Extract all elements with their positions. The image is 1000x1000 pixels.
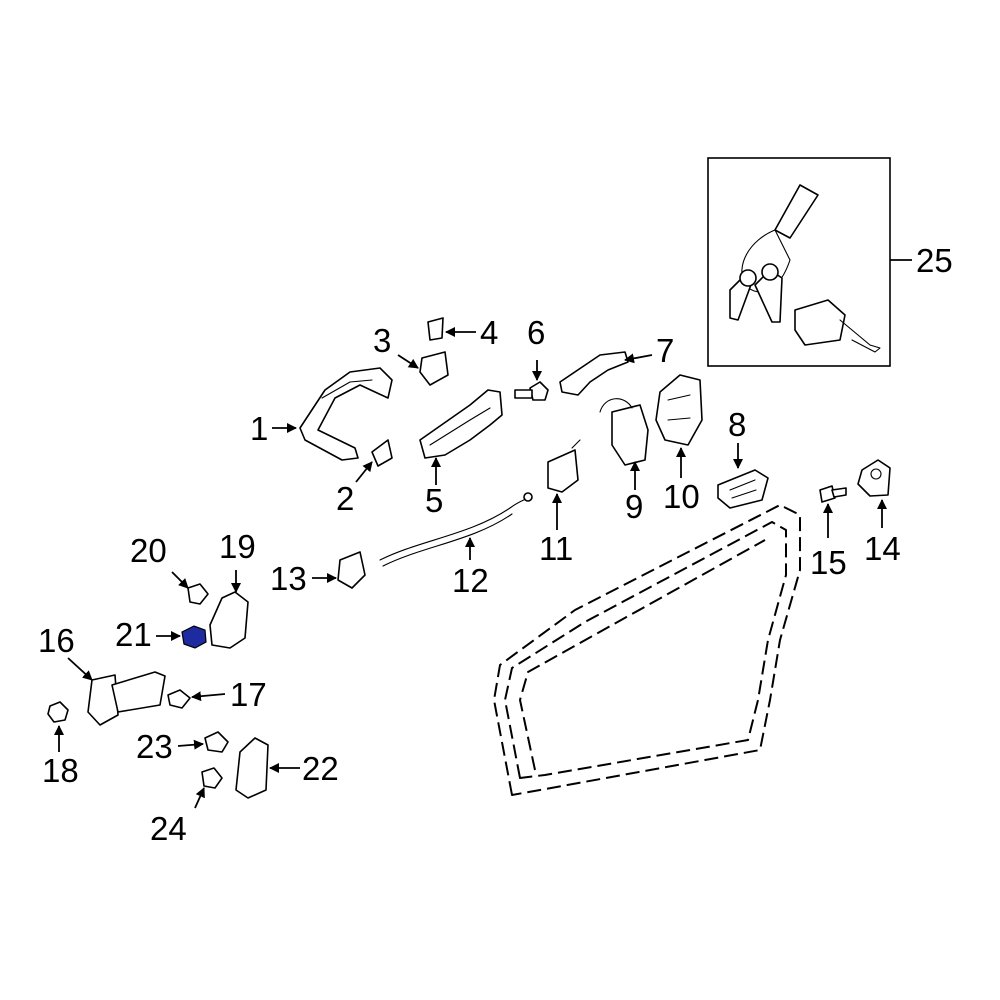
part-6-bolt[interactable] <box>514 381 549 401</box>
callout-13: 13 <box>270 560 307 597</box>
callout-9: 9 <box>625 488 643 525</box>
door-outline <box>493 504 801 796</box>
part-14-striker[interactable] <box>857 459 891 497</box>
callout-8: 8 <box>728 406 746 443</box>
callout-16: 16 <box>38 622 75 659</box>
callout-11: 11 <box>539 530 573 567</box>
part-15-bolt[interactable] <box>819 485 847 503</box>
part-4-gasket[interactable] <box>427 317 444 341</box>
callout-2: 2 <box>336 480 354 517</box>
part-13-clip[interactable] <box>337 551 366 589</box>
callout-7: 7 <box>656 332 674 369</box>
leader-lines <box>54 259 912 809</box>
callout-5: 5 <box>425 482 443 519</box>
part-25-key-cylinder-kit[interactable] <box>707 157 891 367</box>
callout-24: 24 <box>150 810 187 847</box>
callout-6: 6 <box>527 314 545 351</box>
part-2-handle-cap[interactable] <box>371 439 393 467</box>
callout-labels: 1 2 3 4 5 6 7 8 9 10 11 12 13 14 15 16 1… <box>38 242 953 847</box>
callout-15: 15 <box>810 544 847 581</box>
part-11-bracket[interactable] <box>547 439 581 493</box>
part-23-bolt[interactable] <box>204 731 229 753</box>
part-21-bolt-highlighted[interactable] <box>181 625 207 649</box>
part-16-door-check[interactable] <box>87 671 166 726</box>
part-17-bolt[interactable] <box>167 689 191 709</box>
callout-19: 19 <box>219 528 256 565</box>
part-24-bolt[interactable] <box>201 767 223 789</box>
callout-4: 4 <box>480 314 498 351</box>
part-1-outside-handle[interactable] <box>299 367 393 461</box>
callout-17: 17 <box>230 676 267 713</box>
callout-23: 23 <box>136 728 173 765</box>
part-18-nut[interactable] <box>47 701 69 723</box>
part-9-lock-actuator[interactable] <box>599 398 649 466</box>
callout-10: 10 <box>663 478 700 515</box>
part-22-lower-hinge[interactable] <box>235 737 269 799</box>
part-7-bracket[interactable] <box>559 351 629 396</box>
part-3-cylinder-cover[interactable] <box>419 351 449 386</box>
part-5-handle-carrier[interactable] <box>419 389 503 459</box>
callout-3: 3 <box>373 322 391 359</box>
callout-25: 25 <box>916 242 953 279</box>
part-19-upper-hinge[interactable] <box>209 591 249 649</box>
callout-18: 18 <box>42 752 79 789</box>
callout-22: 22 <box>302 750 339 787</box>
callout-14: 14 <box>864 530 901 567</box>
part-10-latch[interactable] <box>655 374 703 446</box>
callout-1: 1 <box>250 410 268 447</box>
part-12-cable[interactable] <box>379 492 533 567</box>
callout-20: 20 <box>130 532 167 569</box>
callout-21: 21 <box>115 616 152 653</box>
part-8-inside-handle[interactable] <box>717 469 769 509</box>
part-20-bolt[interactable] <box>187 583 209 605</box>
callout-12: 12 <box>452 562 489 599</box>
